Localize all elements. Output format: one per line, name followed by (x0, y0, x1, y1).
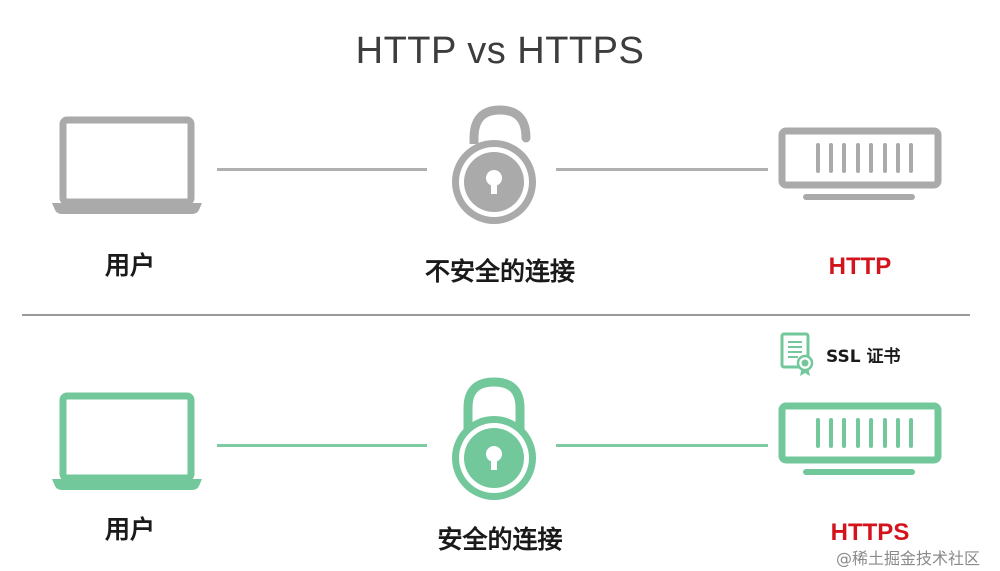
connection-line-left (217, 444, 427, 447)
laptop-icon (52, 116, 202, 214)
laptop-icon (52, 392, 202, 490)
connection-line-right (556, 168, 768, 171)
client-label: 用户 (104, 515, 155, 544)
server-icon (778, 127, 942, 200)
diagram-title: HTTP vs HTTPS (355, 30, 645, 72)
server-icon (778, 402, 942, 475)
watermark: @稀土掘金技术社区 (836, 549, 981, 568)
unlocked-padlock-icon (452, 105, 536, 224)
certificate-icon (780, 332, 814, 376)
locked-padlock-icon (452, 377, 536, 500)
connection-line-left (217, 168, 427, 171)
section-divider (22, 314, 970, 316)
connection-label: 安全的连接 (437, 525, 563, 554)
ssl-certificate-label: SSL 证书 (826, 347, 901, 367)
client-label: 用户 (104, 251, 155, 280)
protocol-label-http: HTTP (828, 253, 892, 280)
connection-label: 不安全的连接 (424, 257, 575, 286)
connection-line-right (556, 444, 768, 447)
protocol-label-https: HTTPS (830, 519, 910, 546)
